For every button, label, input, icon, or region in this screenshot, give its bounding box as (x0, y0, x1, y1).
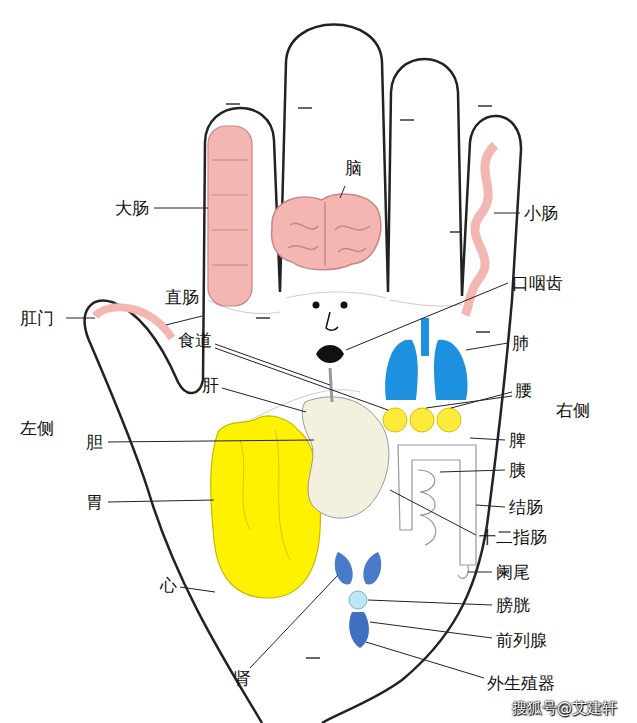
lungs (385, 318, 467, 400)
organ-label: 前列腺 (496, 630, 547, 650)
organ-label: 大肠 (115, 198, 149, 218)
organ-label: 胃 (86, 492, 103, 512)
organ-label: 肾 (234, 668, 251, 688)
organ-label: 肛门 (20, 308, 54, 328)
colon (398, 445, 476, 578)
organ-label: 右侧 (556, 400, 590, 420)
organ-label: 脑 (345, 158, 362, 178)
liver (302, 397, 389, 518)
face (313, 302, 348, 364)
organ-label: 胰 (509, 460, 526, 480)
organ-label: 左侧 (20, 418, 54, 438)
hand-outline (85, 25, 521, 723)
small-intestine (465, 145, 495, 315)
large-intestine (208, 126, 252, 306)
organ-label: 结肠 (509, 497, 543, 517)
organ-label: 食道 (178, 330, 212, 350)
organ-label: 心 (160, 575, 177, 595)
organ-label: 小肠 (524, 203, 558, 223)
esophagus (330, 368, 332, 402)
organ-label: 口咽齿 (512, 273, 563, 293)
rectum (95, 307, 172, 338)
heart-line (240, 430, 290, 560)
organ-label: 肝 (202, 375, 219, 395)
organ-label: 腰 (515, 380, 532, 400)
watermark: 搜狐号@艾建轩 (512, 699, 617, 717)
organ-label: 直肠 (165, 287, 199, 307)
leader-line (66, 186, 520, 678)
organ-label: 肺 (512, 333, 529, 353)
heart (211, 416, 321, 598)
organ-label: 十二指肠 (479, 527, 547, 547)
brain (272, 194, 381, 270)
organ-label: 脾 (509, 430, 526, 450)
waist (383, 408, 461, 432)
organ-label: 胆 (86, 432, 103, 452)
organ-label: 外生殖器 (487, 673, 555, 693)
organ-label: 膀胱 (496, 595, 530, 615)
organ-label: 阑尾 (496, 562, 530, 582)
